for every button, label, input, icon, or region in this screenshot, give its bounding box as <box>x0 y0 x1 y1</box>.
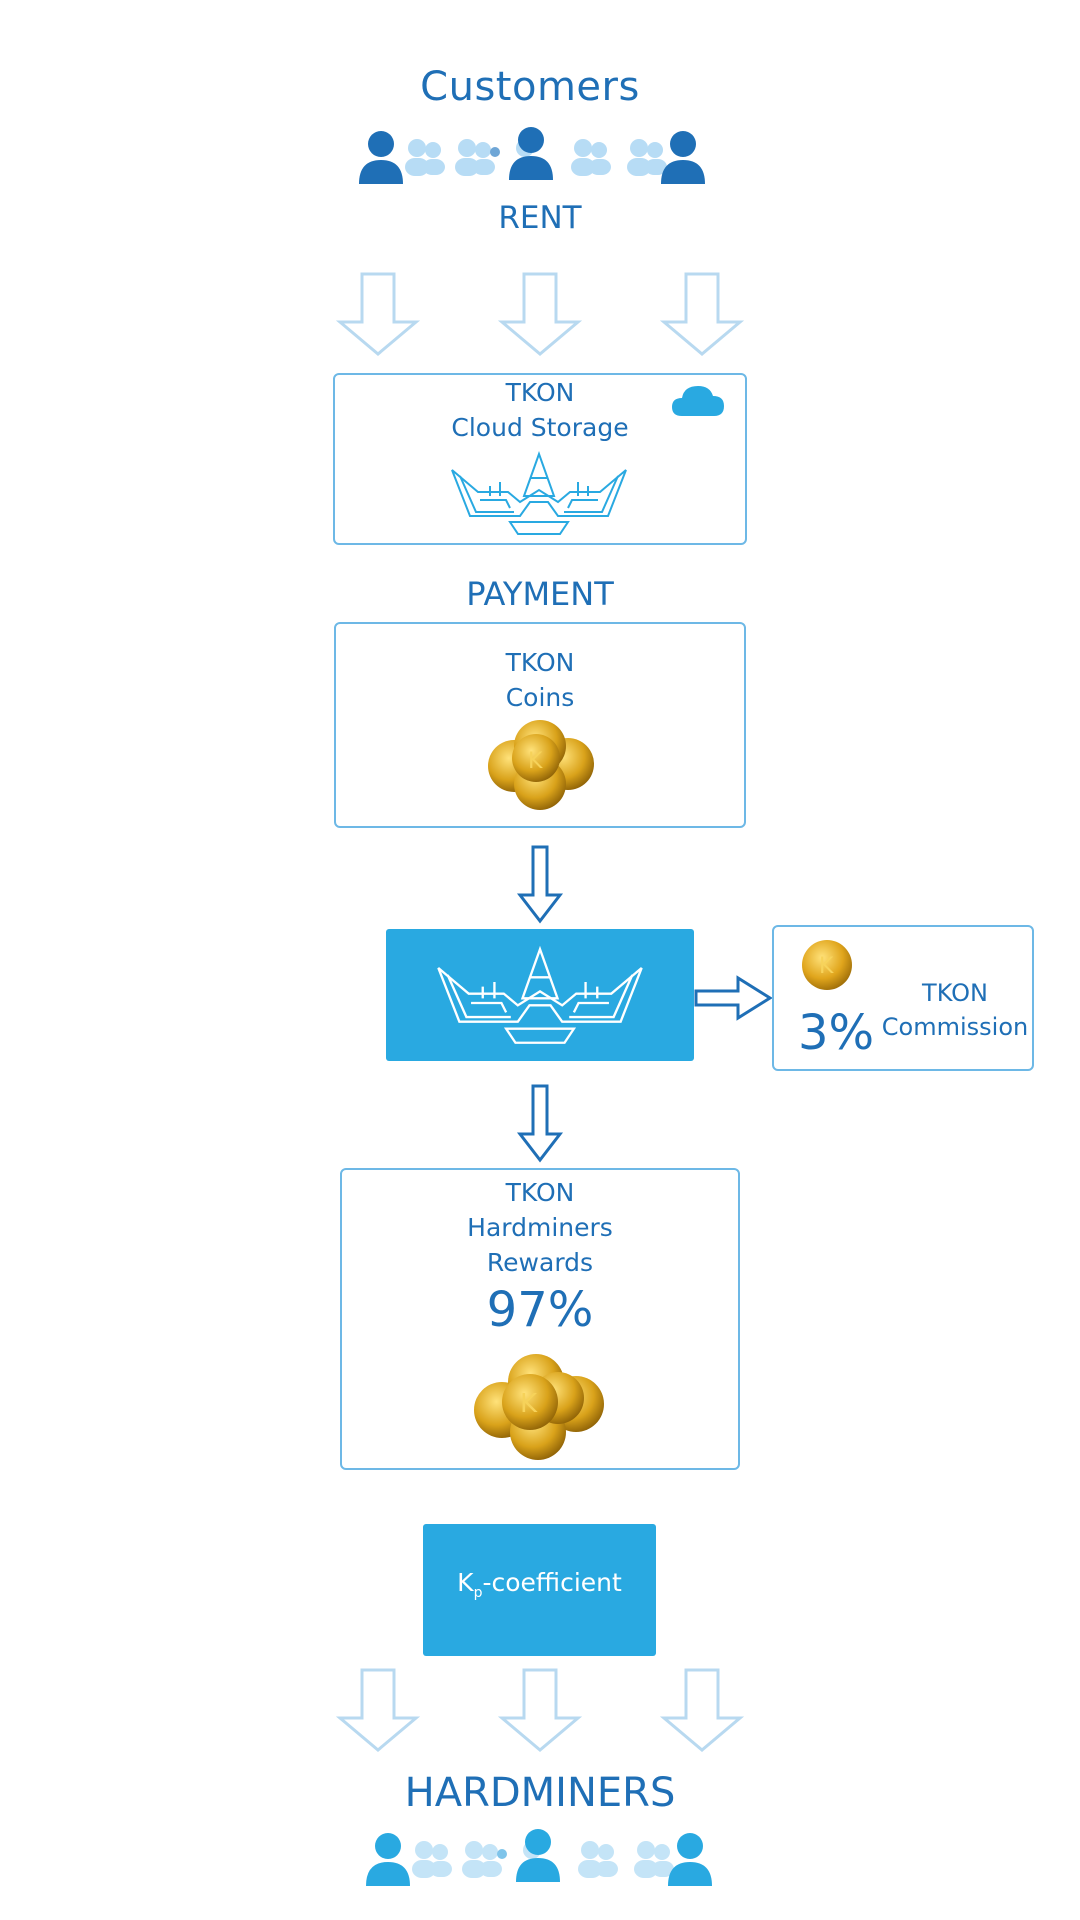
crown-logo-icon <box>437 945 643 1044</box>
svg-text:K: K <box>819 954 834 979</box>
right-arrow-icon <box>694 975 773 1021</box>
kp-suffix: -coefficient <box>482 1568 622 1597</box>
down-arrow-icon <box>659 272 745 356</box>
down-arrow-icon <box>659 1668 745 1752</box>
coins-title: TKON <box>505 648 575 677</box>
coins-subtitle: Coins <box>505 683 575 712</box>
kp-prefix: K <box>457 1568 474 1597</box>
hardminers-title: HARDMINERS <box>404 1770 676 1816</box>
commission-title: TKON <box>922 979 988 1007</box>
svg-text:K: K <box>520 1389 538 1419</box>
down-arrow-icon <box>497 272 583 356</box>
customers-people-icon <box>359 127 705 184</box>
commission-subtitle: Commission <box>881 1013 1029 1041</box>
cloud-storage-title: TKON <box>505 378 575 407</box>
coin-pile-icon: K <box>474 1354 604 1460</box>
down-arrow-icon <box>516 1084 564 1163</box>
crown-logo-icon <box>451 451 627 535</box>
down-arrow-icon <box>516 845 564 924</box>
down-arrow-icon <box>497 1668 583 1752</box>
rewards-title: TKON <box>505 1178 575 1207</box>
rent-label: RENT <box>498 200 582 236</box>
svg-text:K: K <box>528 749 543 774</box>
customers-title: Customers <box>420 64 640 110</box>
kp-coefficient-label: Kp-coefficient <box>423 1568 656 1601</box>
coin-pile-icon: K <box>488 720 594 810</box>
down-arrow-icon <box>335 272 421 356</box>
kp-subscript: p <box>473 1585 483 1601</box>
kp-coefficient-tile <box>423 1524 656 1656</box>
commission-percent: 3% <box>798 1005 875 1061</box>
down-arrow-icon <box>335 1668 421 1752</box>
rewards-subtitle-2: Rewards <box>486 1248 594 1277</box>
rewards-percent: 97% <box>486 1282 594 1338</box>
cloud-icon <box>672 386 724 416</box>
payment-label: PAYMENT <box>466 575 614 613</box>
hardminers-people-icon <box>366 1829 712 1886</box>
coin-icon: K <box>802 940 852 990</box>
rewards-subtitle: Hardminers <box>467 1213 613 1242</box>
cloud-storage-subtitle: Cloud Storage <box>451 413 629 442</box>
